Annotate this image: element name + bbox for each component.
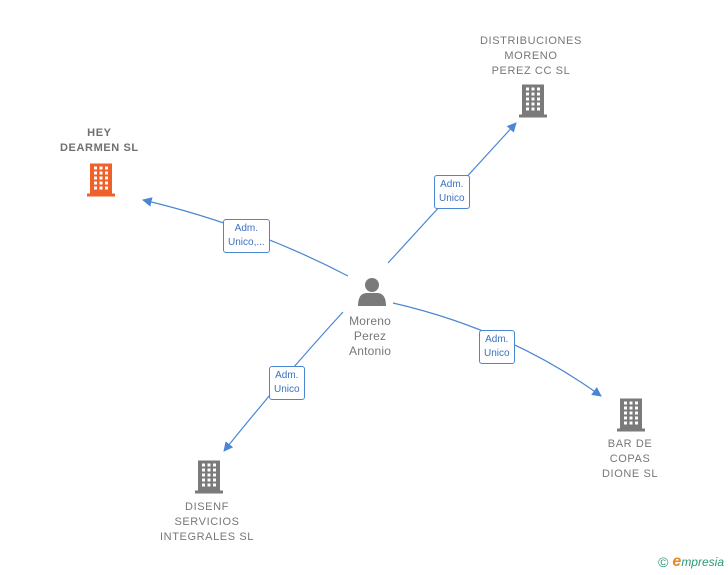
building-icon-hey-dearmen[interactable] — [87, 163, 115, 197]
edge-label-disenf-servicios[interactable]: Adm. Unico — [269, 366, 305, 400]
company-name-bar-de-copas: BAR DE COPAS DIONE SL — [602, 438, 659, 480]
building-icon-distribuciones-moreno[interactable] — [519, 84, 547, 118]
edge-label-hey-dearmen[interactable]: Adm. Unico,... — [223, 219, 270, 253]
company-name-hey-dearmen: HEY DEARMEN SL — [60, 127, 139, 154]
person-icon[interactable] — [358, 278, 386, 306]
copyright-icon: © — [658, 554, 669, 570]
company-name-disenf-servicios: DISENF SERVICIOS INTEGRALES SL — [160, 501, 254, 543]
building-icon-disenf-servicios[interactable] — [195, 460, 223, 494]
building-icon-bar-de-copas[interactable] — [617, 398, 645, 432]
company-name-distribuciones-moreno: DISTRIBUCIONES MORENO PEREZ CC SL — [480, 35, 582, 77]
brand-logo: empresia — [672, 553, 724, 570]
person-name: Moreno Perez Antonio — [349, 314, 392, 358]
edge-label-bar-de-copas[interactable]: Adm. Unico — [479, 330, 515, 364]
edge-label-distribuciones-moreno[interactable]: Adm. Unico — [434, 175, 470, 209]
brand-footer: © empresia — [658, 553, 724, 571]
